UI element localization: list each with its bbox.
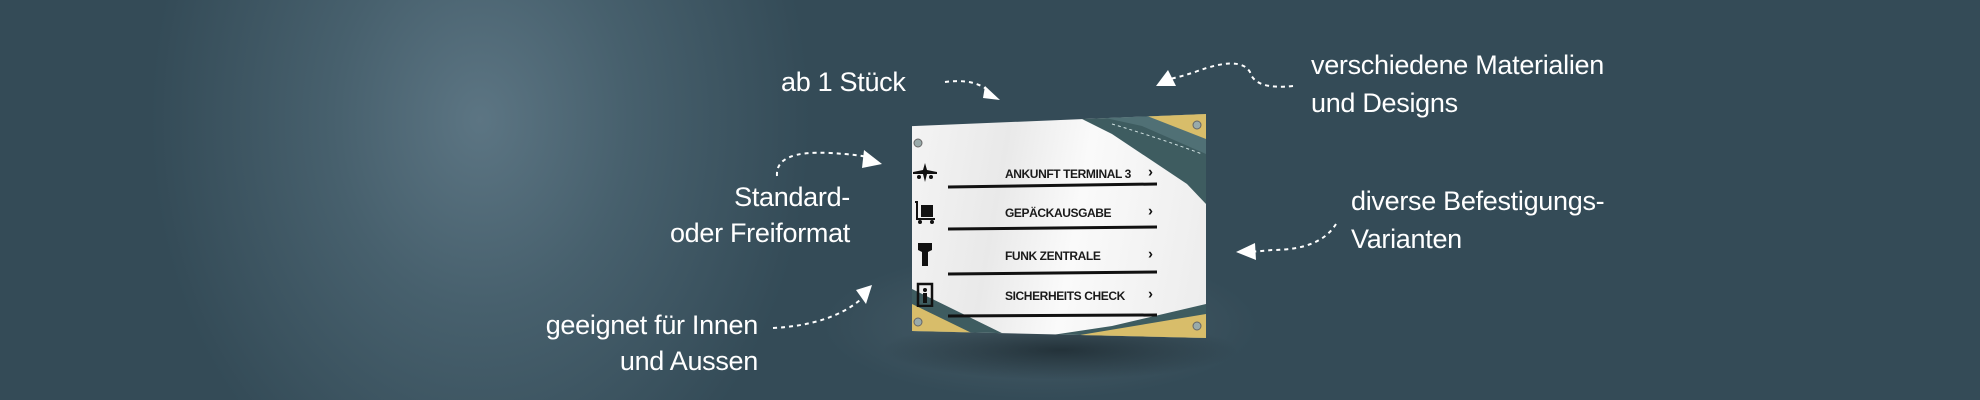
- sign-row-label: FUNK ZENTRALE: [1005, 249, 1101, 263]
- security-scanner-icon: [916, 282, 934, 307]
- sign-row-label: SICHERHEITS CHECK: [1005, 289, 1125, 303]
- caption-materialien-line1: verschiedene Materialien: [1311, 50, 1604, 80]
- control-tower-icon: [918, 243, 932, 266]
- arrowhead-materialien: [1156, 70, 1176, 86]
- arrowhead-ab-stueck: [983, 86, 1000, 100]
- sign-decoration: [912, 114, 1206, 338]
- arrowhead-innen: [856, 285, 872, 304]
- arrow-materialien: [1161, 62, 1294, 88]
- chevron-right-icon: ›: [1148, 245, 1153, 263]
- arrow-innen: [772, 299, 861, 329]
- sign-row-label: GEPÄCKAUSGABE: [1005, 206, 1112, 220]
- chevron-right-icon: ›: [1148, 285, 1153, 303]
- caption-innen-line2: und Aussen: [619, 346, 758, 376]
- row-dividers: [947, 182, 1158, 318]
- arrowhead-befestigung: [1236, 243, 1256, 260]
- caption-materialien-line2: und Designs: [1311, 88, 1458, 118]
- arrow-format: [775, 151, 869, 177]
- screw-caps: [913, 120, 1202, 331]
- luggage-cart-icon: [915, 201, 935, 224]
- caption-format-line1: Standard-: [734, 182, 850, 212]
- direction-sign: ANKUNFT TERMINAL 3 › GEPÄCKAUSGABE › FUN…: [912, 114, 1206, 338]
- caption-innen-line1: geeignet für Innen: [545, 310, 759, 340]
- caption-ab-stueck: ab 1 Stück: [781, 67, 906, 97]
- arrowhead-format: [862, 150, 882, 168]
- caption-format-line2: oder Freiformat: [669, 218, 850, 248]
- arrow-ab-stueck: [944, 80, 991, 93]
- chevron-right-icon: ›: [1148, 163, 1153, 181]
- chevron-right-icon: ›: [1148, 202, 1153, 220]
- airplane-icon: [913, 163, 937, 182]
- sign-row-label: ANKUNFT TERMINAL 3: [1005, 167, 1131, 181]
- caption-befestigung-line2: Varianten: [1351, 224, 1462, 254]
- caption-befestigung-line1: diverse Befestigungs-: [1351, 186, 1605, 216]
- arrow-befestigung: [1249, 223, 1337, 253]
